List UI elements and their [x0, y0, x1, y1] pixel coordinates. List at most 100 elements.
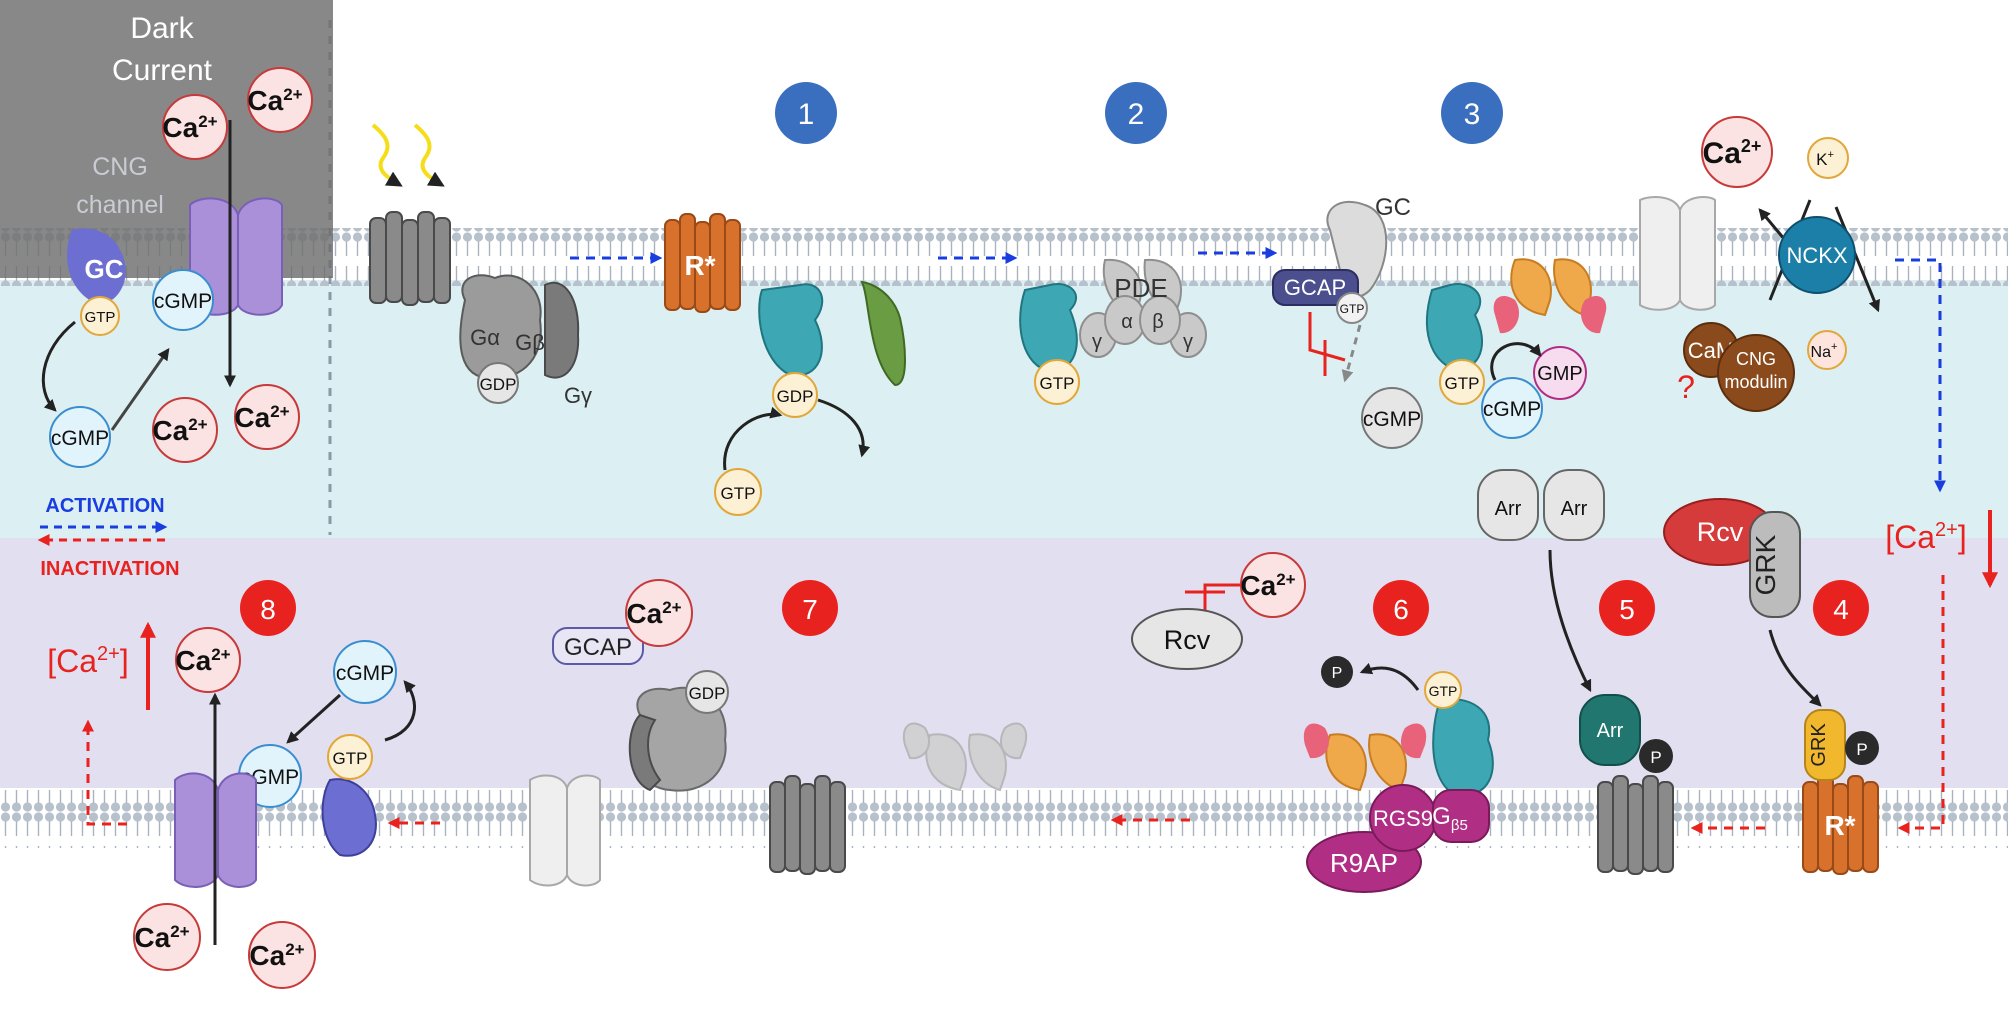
membrane-bottom	[0, 790, 2008, 848]
svg-text:cGMP: cGMP	[336, 662, 394, 685]
transducin-beta-gamma	[860, 280, 906, 387]
g-gamma-label: Gγ	[564, 383, 592, 408]
g-alpha-label: Gα	[470, 325, 500, 350]
ca-ion: Ca2+	[248, 921, 316, 989]
svg-text:Ca2+: Ca2+	[1240, 570, 1295, 601]
cng-channel-closed	[529, 774, 601, 887]
gc-label: GC	[85, 254, 124, 284]
svg-text:cGMP: cGMP	[1483, 398, 1541, 421]
pde6-inactive	[902, 722, 1028, 792]
svg-text:GRK: GRK	[1750, 534, 1781, 595]
svg-text:modulin: modulin	[1724, 372, 1787, 392]
gtp-molecule: GTP	[714, 468, 762, 516]
gdp-molecule: GDP	[772, 372, 818, 418]
rhodopsin-inactive	[369, 211, 451, 306]
step-2-badge: 2	[1105, 82, 1167, 144]
svg-text:Ca2+: Ca2+	[1703, 136, 1762, 170]
rhodopsin-arrestin-bound	[1597, 775, 1674, 875]
light-icon	[371, 123, 445, 187]
svg-text:Gβ5: Gβ5	[1432, 803, 1468, 834]
svg-text:GDP: GDP	[480, 375, 517, 394]
svg-text:Ca2+: Ca2+	[249, 940, 304, 971]
step-4-badge: 4	[1813, 580, 1869, 636]
svg-text:RGS9: RGS9	[1373, 806, 1433, 831]
svg-text:GRK: GRK	[1808, 723, 1830, 767]
step-7-badge: 7	[782, 580, 838, 636]
pde6-inactive	[1079, 258, 1207, 358]
svg-text:GCAP: GCAP	[1284, 275, 1346, 300]
svg-text:Ca2+: Ca2+	[162, 112, 217, 143]
svg-text:4: 4	[1833, 594, 1849, 625]
guanylate-cyclase-active	[321, 778, 377, 857]
ca-ion: Ca2+	[1240, 552, 1306, 618]
activation-legend-label: ACTIVATION	[45, 495, 164, 517]
gtp-molecule: GTP	[1034, 359, 1080, 405]
recoverin: Rcv	[1131, 608, 1243, 670]
svg-text:7: 7	[802, 594, 818, 625]
pde-label: PDE	[1114, 273, 1167, 303]
svg-text:GTP: GTP	[1040, 374, 1075, 393]
svg-text:2: 2	[1128, 98, 1145, 131]
r-star-label: R*	[1824, 810, 1855, 841]
step-6-badge: 6	[1373, 580, 1429, 636]
nckx-exchanger: NCKX	[1778, 216, 1856, 294]
svg-text:GTP: GTP	[333, 749, 368, 768]
cgmp-molecule: cGMP	[49, 406, 111, 468]
ca-ion: Ca2+	[162, 94, 228, 160]
svg-text:Ca2+: Ca2+	[234, 402, 289, 433]
svg-text:NCKX: NCKX	[1786, 243, 1847, 268]
ca-ion: Ca2+	[247, 67, 313, 133]
gcap-box: GCAP	[552, 627, 644, 665]
ca-decrease-label: [Ca2+]	[1885, 519, 1967, 555]
rgs9: RGS9	[1369, 784, 1437, 852]
svg-text:GTP: GTP	[1445, 374, 1480, 393]
svg-text:Na+: Na+	[1811, 341, 1838, 361]
transducin-alpha	[758, 283, 824, 377]
svg-text:Ca2+: Ca2+	[626, 598, 681, 629]
ca-ion: Ca2+	[1701, 116, 1773, 188]
rhodopsin-phosphorylated	[1802, 775, 1879, 875]
dark-current-title-line1: Dark	[130, 12, 194, 45]
pde6-active	[1493, 258, 1607, 334]
question-mark: ?	[1677, 369, 1695, 405]
step-1-badge: 1	[775, 82, 837, 144]
gtp-molecule: GTP	[1336, 292, 1368, 324]
cng-channel-label-line1: CNG	[92, 153, 148, 181]
step-3-badge: 3	[1441, 82, 1503, 144]
pde-gamma-label: γ	[1183, 331, 1193, 353]
svg-text:Ca2+: Ca2+	[175, 645, 230, 676]
gc-label: GC	[1375, 194, 1411, 221]
step-5-badge: 5	[1599, 580, 1655, 636]
ca-increase-label: [Ca2+]	[47, 643, 129, 679]
svg-text:GMP: GMP	[1537, 363, 1583, 385]
svg-text:Rcv: Rcv	[1164, 625, 1211, 655]
svg-text:Ca2+: Ca2+	[247, 85, 302, 116]
svg-text:8: 8	[260, 594, 276, 625]
g-beta5: Gβ5	[1432, 789, 1490, 843]
cgmp-molecule: cGMP	[333, 640, 397, 704]
cgmp-molecule: cGMP	[152, 269, 214, 331]
svg-text:cGMP: cGMP	[1363, 408, 1421, 431]
svg-text:Ca2+: Ca2+	[152, 415, 207, 446]
recoverin: Rcv	[1663, 498, 1777, 566]
guanylate-cyclase-shape	[67, 228, 126, 305]
svg-text:GTP: GTP	[1340, 302, 1365, 316]
phosphate: P	[1639, 739, 1673, 773]
gtp-molecule: GTP	[327, 734, 373, 780]
g-beta-label: Gβ	[515, 330, 545, 355]
ca-ion: Ca2+	[234, 384, 300, 450]
phosphate: P	[1845, 731, 1879, 765]
gtp-molecule: GTP	[1439, 359, 1485, 405]
svg-text:P: P	[1856, 740, 1867, 759]
svg-text:R9AP: R9AP	[1330, 848, 1398, 878]
cng-channel-closed	[1639, 196, 1716, 311]
activation-arrow	[1895, 258, 1946, 493]
gtp-molecule: GTP	[80, 296, 120, 336]
arrestin-bound: Arr	[1579, 694, 1641, 766]
svg-text:3: 3	[1464, 98, 1481, 131]
inactivation-arrow	[82, 719, 127, 826]
transducin-alpha-gtp	[1432, 698, 1494, 797]
arrestin: Arr	[1477, 469, 1539, 541]
cgmp-molecule: cGMP	[1481, 377, 1543, 439]
